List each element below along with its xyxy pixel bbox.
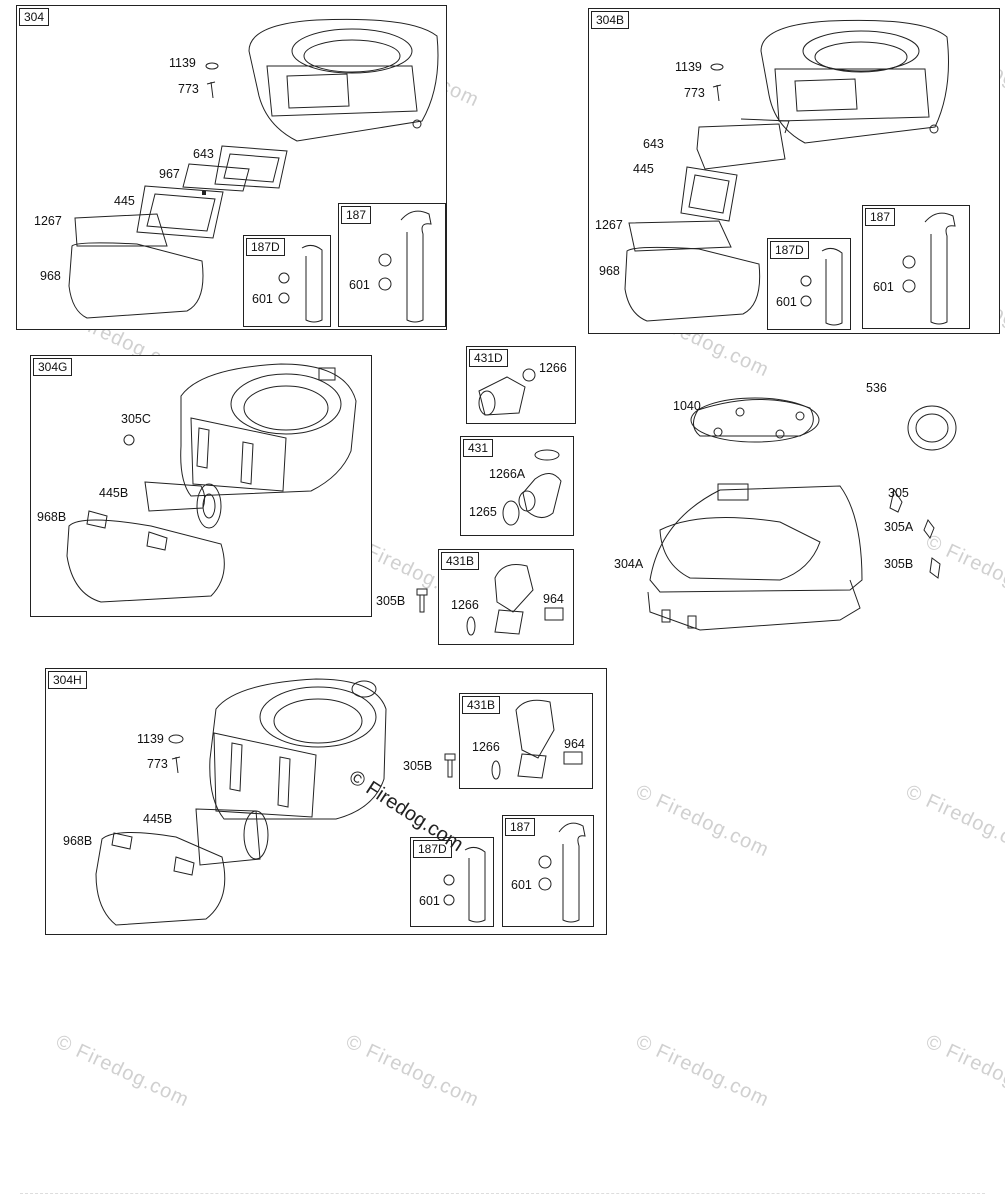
hose-drawing bbox=[278, 244, 323, 323]
part-label-601: 601 bbox=[349, 278, 370, 292]
part-label-773: 773 bbox=[684, 86, 705, 100]
inset-187: 187 601 bbox=[502, 815, 594, 927]
inset-187: 187 601 bbox=[862, 205, 970, 329]
part-label-1267: 1267 bbox=[34, 214, 62, 228]
part-label-1266: 1266 bbox=[472, 740, 500, 754]
part-label-305: 305 bbox=[888, 486, 909, 500]
watermark: © Firedog.com bbox=[922, 1030, 1005, 1112]
inset-tag: 187D bbox=[413, 840, 452, 858]
part-label-305b: 305B bbox=[884, 557, 914, 571]
part-label-1139: 1139 bbox=[137, 732, 164, 746]
part-label-1267: 1267 bbox=[595, 218, 623, 232]
part-label-445b: 445B bbox=[99, 486, 129, 500]
inset-tag: 187 bbox=[865, 208, 896, 226]
part-label-1266a: 1266A bbox=[489, 467, 526, 481]
watermark: © Firedog.com bbox=[342, 1030, 483, 1112]
blower-housing-drawing bbox=[66, 363, 357, 603]
panel-431: 431 1266A 1265 bbox=[460, 436, 574, 536]
watermark: © Firedog.com bbox=[902, 780, 1005, 862]
elbow-drawing bbox=[466, 564, 564, 636]
panel-tag: 431 bbox=[463, 439, 494, 457]
part-label-305b: 305B bbox=[403, 759, 433, 773]
inset-tag: 187 bbox=[341, 206, 372, 224]
part-label-601: 601 bbox=[419, 894, 440, 908]
panel-304g: 304G 305C 445B 968B bbox=[30, 355, 372, 617]
part-label-601: 601 bbox=[511, 878, 532, 892]
watermark: © Firedog.com bbox=[52, 1030, 193, 1112]
inset-187d: 187D 601 bbox=[767, 238, 851, 330]
blower-housing-drawing bbox=[624, 19, 949, 322]
screw-icon bbox=[416, 588, 428, 613]
part-label-643: 643 bbox=[193, 147, 214, 161]
panel-tag: 304G bbox=[33, 358, 73, 376]
part-label-1139: 1139 bbox=[169, 56, 196, 70]
inset-431b: 431B 1266 964 bbox=[459, 693, 593, 789]
part-label-968: 968 bbox=[599, 264, 620, 278]
elbow-drawing bbox=[491, 699, 583, 780]
panel-304b: 304B 1139 773 643 445 1267 968 187D 601 bbox=[588, 8, 1000, 334]
part-label-304a: 304A bbox=[614, 557, 644, 571]
inset-tag: 431B bbox=[462, 696, 501, 714]
part-label-305a: 305A bbox=[884, 520, 914, 534]
divider bbox=[20, 1193, 985, 1194]
panel-304h: 304H 1139 773 445B 968B 431B 1266 964 30 bbox=[45, 668, 607, 935]
part-label-1139: 1139 bbox=[675, 60, 702, 74]
part-label-445: 445 bbox=[114, 194, 135, 208]
blower-housing-drawing bbox=[95, 678, 387, 926]
part-label-968b: 968B bbox=[37, 510, 67, 524]
part-label-1040: 1040 bbox=[673, 399, 701, 413]
part-label-773: 773 bbox=[178, 82, 199, 96]
part-label-536: 536 bbox=[866, 381, 887, 395]
inset-187: 187 601 bbox=[338, 203, 446, 327]
inset-tag: 187D bbox=[246, 238, 285, 256]
watermark: © Firedog.com bbox=[632, 780, 773, 862]
part-label-964: 964 bbox=[543, 592, 564, 606]
hose-drawing bbox=[378, 210, 432, 323]
part-label-601: 601 bbox=[873, 280, 894, 294]
inset-tag: 187 bbox=[505, 818, 536, 836]
part-label-968: 968 bbox=[40, 269, 61, 283]
panel-tag: 304H bbox=[48, 671, 87, 689]
panel-431d: 431D 1266 bbox=[466, 346, 576, 424]
part-label-964: 964 bbox=[564, 737, 585, 751]
hose-drawing bbox=[443, 846, 486, 923]
panel-431b: 431B 1266 964 bbox=[438, 549, 574, 645]
panel-304: 304 1139 773 643 967 445 1267 968 187D bbox=[16, 5, 447, 330]
watermark: © Firedog.com bbox=[632, 1030, 773, 1112]
part-label-445: 445 bbox=[633, 162, 654, 176]
panel-tag: 431D bbox=[469, 349, 508, 367]
part-label-1266: 1266 bbox=[451, 598, 479, 612]
part-label-643: 643 bbox=[643, 137, 664, 151]
inset-tag: 187D bbox=[770, 241, 809, 259]
panel-tag: 431B bbox=[441, 552, 480, 570]
hose-drawing bbox=[902, 212, 956, 325]
part-label-1266: 1266 bbox=[539, 361, 567, 375]
hose-drawing bbox=[800, 247, 843, 326]
elbow-drawing bbox=[478, 368, 536, 416]
part-label-1265: 1265 bbox=[469, 505, 497, 519]
inset-187d: 187D 601 bbox=[243, 235, 331, 327]
part-label-305b: 305B bbox=[376, 594, 406, 608]
part-label-601: 601 bbox=[776, 295, 797, 309]
blower-housing-drawing bbox=[68, 18, 439, 319]
panel-tag: 304B bbox=[591, 11, 630, 29]
panel-tag: 304 bbox=[19, 8, 50, 26]
elbow-drawing bbox=[502, 449, 562, 526]
screw-icon bbox=[444, 753, 456, 778]
part-label-305c: 305C bbox=[121, 412, 151, 426]
part-label-967: 967 bbox=[159, 167, 180, 181]
part-label-968b: 968B bbox=[63, 834, 93, 848]
inset-187d: 187D 601 bbox=[410, 837, 494, 927]
part-label-773: 773 bbox=[147, 757, 168, 771]
blower-housing-304a-drawing bbox=[647, 397, 957, 631]
part-label-601: 601 bbox=[252, 292, 273, 306]
part-label-445b: 445B bbox=[143, 812, 173, 826]
hose-drawing bbox=[538, 822, 586, 923]
